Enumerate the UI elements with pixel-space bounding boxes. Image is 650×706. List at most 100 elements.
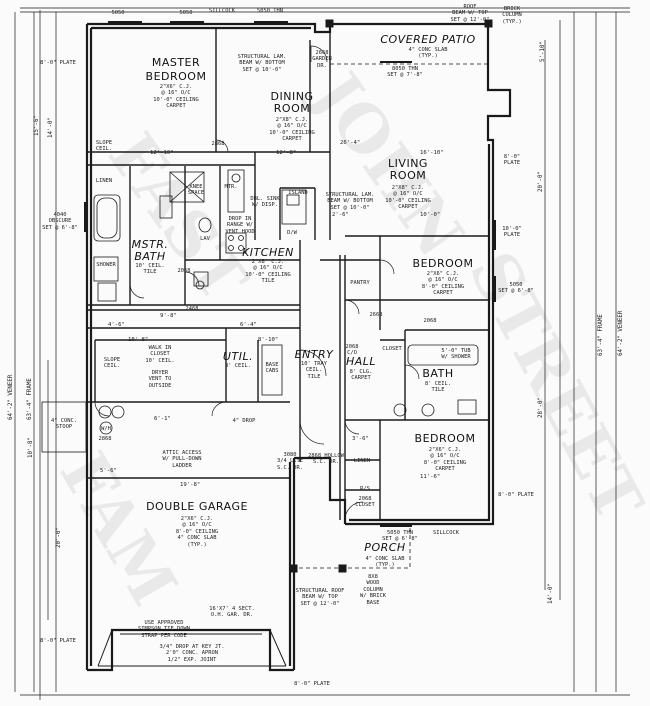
label-plate-left-bottom: 8'-0" PLATE bbox=[40, 638, 76, 644]
note-sillcock-top: SILLCOCK bbox=[209, 8, 235, 14]
label-window-top-1: 5050 bbox=[111, 10, 125, 16]
note-drop-in-range: DROP IN RANGE W/ VENT HOOD bbox=[225, 216, 255, 235]
note-stoop: 4" CONC. STOOP bbox=[51, 418, 77, 431]
note-brick-column: BRICK COLUMN (TYP.) bbox=[502, 6, 522, 25]
note-wh: W/H bbox=[101, 426, 111, 432]
note-base-cabs: BASE CABS bbox=[265, 362, 279, 375]
note-slope-ceil-master: SLOPE CEIL. bbox=[95, 140, 113, 153]
note-closet: CLOSET bbox=[382, 346, 402, 352]
dim-10-8-left: 10'-8" bbox=[28, 437, 34, 458]
dim-12-8: 12'-8" bbox=[276, 150, 297, 156]
dim-8-10: 8'-10" bbox=[258, 337, 279, 343]
label-plate-right-bottom: 8'-0" PLATE bbox=[498, 492, 534, 498]
dim-11-6: 11'-6" bbox=[420, 474, 441, 480]
dim-20-0: 20'-0" bbox=[538, 171, 544, 192]
label-door-2668: 2668 bbox=[369, 312, 383, 318]
dim-28-0: 28'-0" bbox=[538, 397, 544, 418]
note-living-beam: STRUCTURAL LAM. BEAM W/ BOTTOM SET @ 10'… bbox=[325, 192, 375, 211]
interior-walls bbox=[87, 28, 489, 520]
room-label-living-room: ROOM bbox=[389, 169, 427, 182]
note-linen: LINEN bbox=[95, 178, 113, 184]
note-walk-in-closet: WALK IN CLOSET 10' CEIL. bbox=[145, 345, 175, 364]
dim-63-frame-left: 63'-4" FRAME bbox=[27, 378, 33, 420]
note-mstr-bath-ceiling: 10' CEIL. TILE bbox=[135, 263, 165, 276]
note-slope-ceil-closet: SLOPE CEIL. bbox=[103, 357, 121, 370]
dimension-lines bbox=[14, 7, 630, 700]
note-porch-slab: 4" CONC SLAB (TYP.) bbox=[365, 556, 405, 569]
room-label-hall: HALL bbox=[345, 355, 377, 368]
note-util-ceiling: 8' CEIL. bbox=[225, 363, 251, 369]
room-label-bedroom: BEDROOM bbox=[412, 257, 474, 270]
room-label-dining-room: ROOM bbox=[273, 102, 311, 115]
note-garage-door: 16'X7' 4 SECT. O.H. GAR. DR. bbox=[209, 606, 255, 619]
note-porch-beam: STRUCTURAL ROOF BEAM W/ TOP SET @ 12'-0" bbox=[295, 588, 345, 607]
room-label-porch: PORCH bbox=[364, 541, 406, 554]
note-attic-access: ATTIC ACCESS W/ PULL-DOWN LADDER bbox=[162, 450, 202, 469]
note-living-ceiling: 2"X8" C.J. @ 16" O/C 10'-0" CEILING CARP… bbox=[385, 185, 431, 211]
note-linen-hall: LINEN bbox=[353, 458, 371, 464]
room-label-living-room: LIVING bbox=[388, 157, 428, 170]
note-roof-beam-top: ROOF BEAM W/ TOP SET @ 12'-0" bbox=[450, 4, 490, 23]
columns bbox=[289, 19, 493, 573]
label-window-right-mid: 5050 SET @ 6'-8" bbox=[498, 282, 534, 295]
label-door-2868: 2868 bbox=[211, 141, 225, 147]
dim-4-6: 4'-6" bbox=[108, 322, 125, 328]
dim-14-0-right: 14'-0" bbox=[548, 583, 554, 604]
note-tub: 5'-0" TUB W/ SHOWER bbox=[441, 348, 471, 361]
note-patio-window: 8050 THN SET @ 7'-8" bbox=[387, 66, 423, 79]
dim-10-0: 10'-0" bbox=[420, 212, 441, 218]
note-patio-slab: 4" CONC SLAB (TYP.) bbox=[408, 47, 448, 60]
label-window-top-2: 5050 bbox=[179, 10, 193, 16]
room-label-mstr-bath: MSTR. bbox=[131, 238, 169, 251]
dim-63-frame-right: 63'-4" FRAME bbox=[598, 314, 604, 356]
label-door-2068-a: 2068 bbox=[177, 268, 191, 274]
label-window-left: 4040 OBSCURE SET @ 6'-8" bbox=[42, 212, 78, 231]
note-dryer-vent: DRYER VENT TO OUTSIDE bbox=[148, 370, 172, 389]
label-window-bottom: 5050 THN SET @ 6'-8" bbox=[382, 530, 418, 543]
label-door-2868-c: 2868 bbox=[98, 436, 112, 442]
label-door-2468: 2468 bbox=[185, 306, 199, 312]
label-door-front: 3080 3/4 LITE S.C. DR. bbox=[277, 452, 303, 471]
note-entry-ceiling: 10' TRAY CEIL. TILE bbox=[301, 361, 327, 380]
room-label-entry: ENTRY bbox=[294, 348, 334, 361]
dim-6-1: 6'-1" bbox=[154, 416, 171, 422]
note-dbl-sink: DBL. SINK W/ DISP. bbox=[250, 196, 280, 209]
room-label-double-garage: DOUBLE GARAGE bbox=[146, 500, 248, 513]
room-label-master-bedroom: BEDROOM bbox=[145, 70, 207, 83]
note-island: ISLAND bbox=[288, 190, 308, 196]
dim-9-8: 9'-8" bbox=[160, 313, 177, 319]
label-door-garden: 2668 GARDEN DR. bbox=[312, 50, 332, 69]
room-label-bedroom: BEDROOM bbox=[414, 432, 476, 445]
room-label-dining-room: DINING bbox=[270, 90, 314, 103]
dim-10-8: 10'-8" bbox=[128, 337, 149, 343]
note-garage-ceiling: 2"X6" C.J. @ 16" O/C 8'-0" CEILING 4" CO… bbox=[175, 516, 219, 548]
label-plate-left-top: 8'-0" PLATE bbox=[40, 60, 76, 66]
windows bbox=[84, 21, 496, 527]
note-hall-door: 2068 C/O bbox=[345, 344, 359, 357]
dim-5-6: 5'-6" bbox=[100, 468, 117, 474]
note-knee-space: KNEE SPACE bbox=[187, 184, 205, 197]
note-kitchen-ceiling: 2"X8" C.J. @ 16" O/C 10'-0" CEILING TILE bbox=[245, 259, 291, 285]
note-drop-4: 4" DROP bbox=[232, 418, 256, 424]
note-sillcock-bottom: SILLCOCK bbox=[433, 530, 459, 536]
note-drop: 3/4" DROP AT KEY JT. 2'0" CONC. APRON 1/… bbox=[159, 644, 225, 663]
exterior-walls bbox=[85, 22, 512, 672]
note-rs: R/S bbox=[360, 486, 370, 492]
dim-3-6: 3'-6" bbox=[352, 436, 369, 442]
note-dining-ceiling: 2"X8" C.J. @ 16" O/C 10'-0" CEILING CARP… bbox=[269, 117, 315, 143]
note-mtr: MTR. bbox=[224, 184, 238, 190]
room-label-mstr-bath: BATH bbox=[134, 250, 166, 263]
note-bath-ceiling: 8' CEIL. TILE bbox=[425, 381, 451, 394]
note-lav: LAV bbox=[200, 236, 210, 242]
dim-64-veneer-left: 64'-2" VENEER bbox=[8, 374, 14, 420]
note-dw: D/W bbox=[287, 230, 297, 236]
label-door-garage: 2868 HOLLOW S.C. DR. bbox=[308, 453, 344, 466]
note-bedroom-bottom-ceiling: 2"X6" C.J. @ 16" O/C 8'-0" CEILING CARPE… bbox=[423, 447, 467, 473]
note-porch-column: 8X8 WOOD COLUMN W/ BRICK BASE bbox=[360, 574, 386, 606]
dim-6-4: 6'-4" bbox=[240, 322, 257, 328]
room-label-util: UTIL. bbox=[222, 350, 254, 363]
dim-5-10: 5'-10" bbox=[540, 41, 546, 62]
room-label-covered-patio: COVERED PATIO bbox=[380, 33, 476, 46]
note-beam-top: STRUCTURAL LAM. BEAM W/ BOTTOM SET @ 10'… bbox=[237, 54, 287, 73]
